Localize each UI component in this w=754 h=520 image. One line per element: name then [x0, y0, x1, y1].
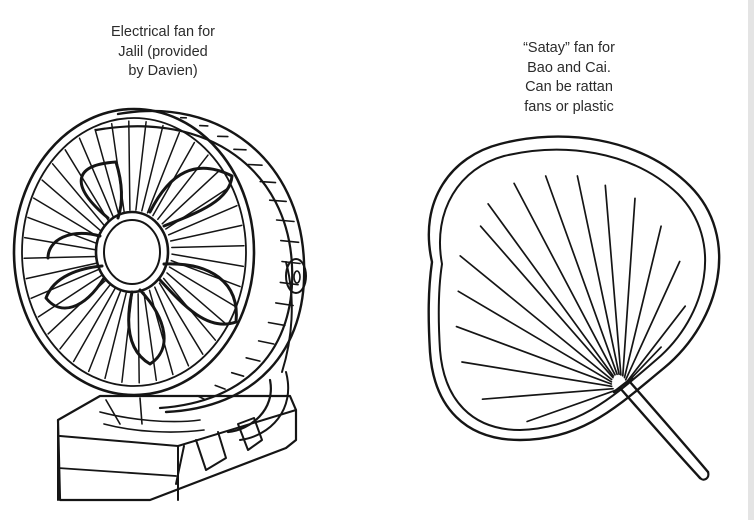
window-edge	[748, 0, 754, 520]
guard-spoke	[167, 204, 238, 236]
caption-line: Bao and Cai.	[527, 59, 611, 76]
caption-line: fans or plastic	[524, 98, 614, 115]
leaf-rib	[481, 387, 614, 401]
housing-ribs	[179, 116, 301, 401]
guard-spoke	[32, 197, 100, 238]
fan-base	[56, 394, 298, 502]
housing-rib	[196, 394, 206, 401]
leaf-ribs	[455, 175, 687, 423]
guard-spoke	[169, 224, 243, 242]
housing-rib	[230, 371, 245, 378]
guard-spoke	[23, 255, 97, 259]
guard-spoke	[143, 291, 158, 382]
housing-rib	[281, 260, 301, 265]
electric-fan-caption: Electrical fan for Jalil (provided by Da…	[78, 23, 248, 82]
leaf-rib	[604, 184, 622, 376]
guard-spoke	[27, 216, 98, 245]
housing-rib	[279, 281, 299, 286]
housing-rib	[279, 239, 300, 244]
guard-spoke	[51, 163, 106, 227]
leaf-rib	[487, 203, 615, 377]
caption-line: Electrical fan for	[111, 24, 215, 40]
housing-rib	[275, 219, 295, 223]
leaf-rib	[526, 389, 617, 423]
leaf-rib	[544, 175, 618, 376]
guard-spoke	[146, 131, 181, 214]
guard-spoke	[137, 293, 140, 384]
guard-spoke	[41, 179, 102, 232]
satay-fan-caption: “Satay” fan for Bao and Cai. Can be ratt…	[478, 39, 660, 117]
satay-fan-handle	[612, 376, 710, 481]
guard-spoke	[157, 154, 209, 221]
guard-spoke	[128, 120, 131, 211]
caption-line: Jalil (provided	[118, 43, 208, 60]
guard-spoke	[94, 128, 120, 215]
caption-line: by Davien)	[128, 63, 198, 79]
guard-spoke	[87, 290, 122, 373]
housing-rib	[214, 384, 226, 390]
leaf-rib	[459, 255, 613, 381]
caption-line: “Satay” fan for	[523, 40, 615, 56]
housing-rib	[259, 180, 277, 184]
housing-rib	[247, 163, 263, 166]
housing-rib	[245, 356, 261, 362]
guard-spoke	[59, 283, 111, 350]
housing-rib	[274, 302, 294, 307]
guard-spoke	[154, 286, 190, 367]
guard-spoke	[168, 266, 236, 307]
leaf-rib	[455, 325, 613, 385]
leaf-rib	[513, 182, 616, 376]
leaf-rib	[576, 175, 620, 376]
leaf-rib	[621, 197, 636, 377]
housing-rib	[268, 199, 288, 203]
guard-spoke	[25, 262, 99, 280]
housing-rib	[267, 321, 286, 327]
guard-spoke	[161, 169, 221, 225]
guard-spoke	[171, 253, 245, 268]
leaf-rib	[457, 290, 613, 383]
fan-hub	[94, 210, 170, 294]
caption-line: Can be rattan	[525, 79, 613, 95]
guard-spoke	[166, 272, 227, 325]
fan-housing	[94, 109, 306, 414]
guard-spoke	[104, 292, 127, 380]
guard-spoke	[37, 274, 103, 318]
guard-spoke	[64, 149, 110, 222]
guard-spoke	[30, 268, 101, 300]
leaf-rib	[461, 361, 613, 388]
electric-fan-icon	[12, 107, 307, 502]
housing-rib	[233, 148, 247, 151]
fan-stand	[99, 258, 307, 485]
housing-rib	[257, 340, 275, 345]
guard-spoke	[141, 124, 164, 212]
leaf-rib	[479, 225, 614, 379]
leaf-rib	[625, 305, 687, 384]
guard-spoke	[158, 282, 204, 355]
guard-spoke	[72, 287, 116, 363]
guard-spoke	[78, 137, 114, 218]
fan-blades	[44, 160, 238, 366]
leaf-rib	[624, 260, 681, 381]
satay-fan-icon	[427, 135, 721, 481]
guard-spoke	[171, 245, 245, 249]
guard-spoke	[135, 121, 147, 211]
leaf-rib	[623, 225, 662, 379]
guard-spoke	[23, 236, 97, 251]
